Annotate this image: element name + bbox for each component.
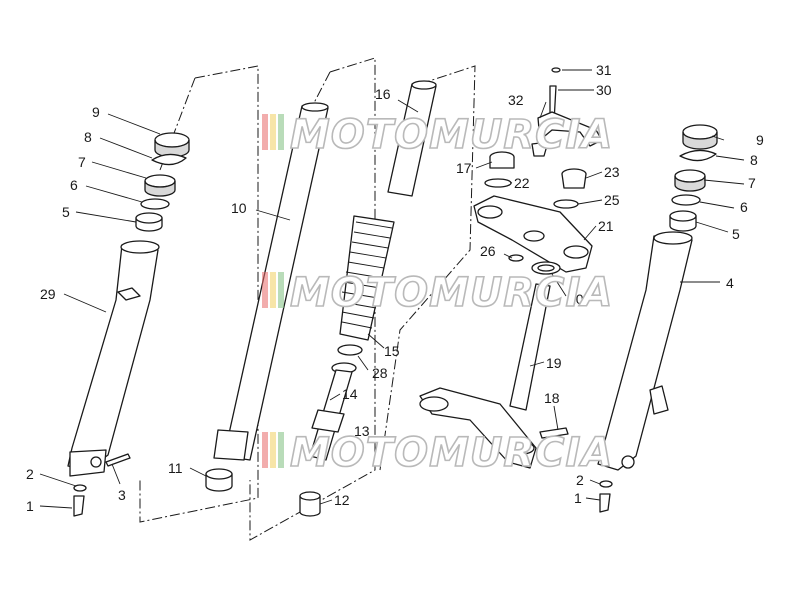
callout-2-left: 2 [26,466,34,482]
callout-14: 14 [342,386,358,402]
yoke-washer [508,254,524,262]
callout-1-right: 1 [574,490,582,506]
leader-lines [39,69,745,509]
watermark-text-bottom: MOTOMURCIA [290,430,613,476]
cable-guide-bracket [537,111,603,147]
callout-26: 26 [480,243,496,259]
screw-nut [551,67,561,73]
fork-spring [339,215,395,341]
dust-seal-left [154,132,190,158]
lower-yoke [419,387,537,469]
callout-1-left: 1 [26,498,34,514]
top-yoke [473,195,593,273]
watermark-bottom: MOTOMURCIA [262,429,613,477]
callout-21: 21 [598,218,614,234]
callout-4: 4 [726,275,734,291]
callout-19: 19 [546,355,562,371]
axle-bolt-left [73,495,85,517]
retaining-clip-left [151,153,187,166]
callout-5-left: 5 [62,204,70,220]
bushing-left [135,212,163,232]
callout-8-left: 8 [84,129,92,145]
watermark-middle: MOTOMURCIA [262,269,613,317]
callout-9-left: 9 [92,104,100,120]
callout-18: 18 [544,390,560,406]
callout-30: 30 [596,82,612,98]
callout-31: 31 [596,62,612,78]
axle-washer-right [599,480,613,488]
inner-bushing [205,468,233,492]
oil-seal-right [674,169,706,192]
oil-seal-left [144,174,176,197]
callout-6-right: 6 [740,199,748,215]
callout-labels: 9 8 7 6 5 29 2 1 3 10 11 16 15 28 14 13 … [26,62,764,514]
steering-washer [553,199,579,209]
callout-7-right: 7 [748,175,756,191]
callout-23: 23 [604,164,620,180]
callout-5-right: 5 [732,226,740,242]
steering-ring-nut [531,261,561,275]
top-cap-o-ring [484,178,512,188]
callout-17: 17 [456,160,472,176]
lower-yoke-bolt [539,427,569,439]
callout-16: 16 [375,86,391,102]
axle-washer-left [73,484,87,492]
callout-10: 10 [231,200,247,216]
callout-12: 12 [334,492,350,508]
callout-28: 28 [372,365,388,381]
watermark-text-top: MOTOMURCIA [290,112,613,158]
steering-stem [509,283,551,411]
outer-tube-right [597,231,693,471]
spring-seat-ring [337,344,363,356]
watermark-text-middle: MOTOMURCIA [290,270,613,316]
fork-top-cap [489,151,515,169]
damper-cone [299,491,321,517]
steering-stem-plug [561,168,587,189]
dust-seal-right [682,124,718,150]
callout-9-right: 9 [756,132,764,148]
steering-yoke-assembly [419,67,603,469]
bushing-right [669,210,697,232]
callout-2-right: 2 [576,472,584,488]
callout-11: 11 [168,460,183,476]
callout-25: 25 [604,192,620,208]
damper-rod [309,362,357,461]
callout-29: 29 [40,286,56,302]
left-fork-leg-assembly [67,132,190,517]
washer-right [671,194,701,206]
right-fork-leg-assembly [597,124,718,513]
callout-20: 20 [568,291,584,307]
callout-32: 32 [508,92,524,108]
callout-13: 13 [354,423,370,439]
callout-3: 3 [118,487,126,503]
outer-tube-left [67,240,160,477]
callout-7-left: 7 [78,154,86,170]
damper-spring-assembly [299,80,437,517]
callout-22: 22 [514,175,530,191]
callout-6-left: 6 [70,177,78,193]
retaining-clip-right [679,149,717,162]
watermark-top: MOTOMURCIA [262,111,613,159]
callout-15: 15 [384,343,400,359]
pinch-bolt-left [105,453,131,467]
callout-8-right: 8 [750,152,758,168]
axle-bolt-right [599,493,611,513]
washer-left [140,198,170,210]
